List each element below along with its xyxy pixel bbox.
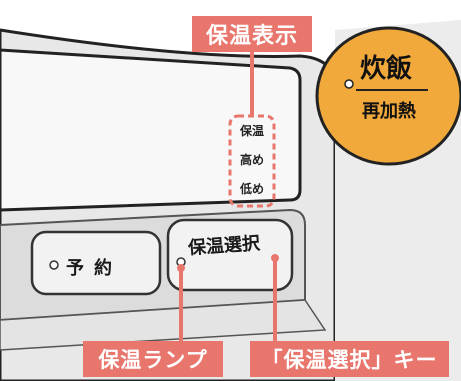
callout-keep-warm-display: 保温表示 [192,16,312,52]
display-window [0,48,302,212]
cook-button[interactable] [315,26,461,166]
reserve-key-label: 予約 [66,258,122,279]
keep-warm-select-key-label: 保温選択 [187,232,261,259]
reserve-key[interactable] [30,230,162,296]
ledge-lower-edge [0,299,327,351]
callout-dot-lamp [177,264,185,272]
callout-keep-warm-lamp: 保温ランプ [83,341,223,377]
cook-button-label: 炊飯 [360,54,413,84]
keep-warm-select-key[interactable] [166,218,294,292]
keep-warm-mode-labels: 保温 高め 低め [236,123,268,197]
reheat-button-label: 再加熱 [362,101,416,122]
callout-keep-warm-select-key: 「保温選択」キー [250,341,449,377]
mode-label-high: 高め [239,153,264,167]
callout-dot-key [271,254,279,262]
cook-indicator [344,79,354,89]
mode-label-keep-warm: 保温 [239,124,264,138]
reserve-indicator [49,260,59,270]
mode-label-low: 低め [239,182,264,196]
